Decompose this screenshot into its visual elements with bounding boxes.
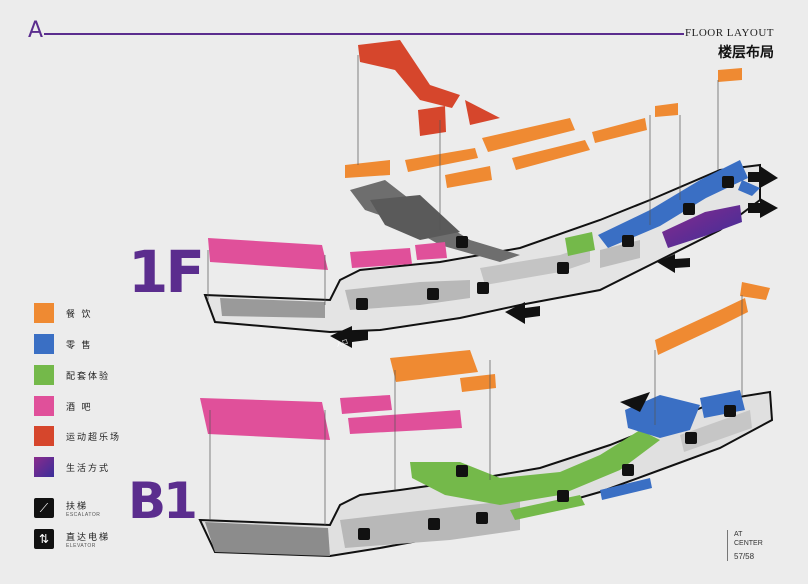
footer-page-info: AT CENTER 57/58 <box>727 530 788 561</box>
1f-lifestyle-block <box>662 205 742 248</box>
legend-label-escalator: 扶梯 <box>66 500 89 511</box>
b1-escalator-icon-2 <box>476 512 488 524</box>
legend-item-dining: 餐 饮 <box>34 302 93 324</box>
1f-entrance-arrow-1 <box>330 326 368 348</box>
legend-item-elevator: ⇅ 直达电梯 ELEVATOR <box>34 528 110 550</box>
b1-bar-block-mid <box>340 395 392 414</box>
legend-sub-escalator: ESCALATOR <box>66 511 101 518</box>
1f-gray-dark-block <box>370 195 460 240</box>
escalator-icon: ⟋ <box>34 498 54 518</box>
b1-bar-block-left <box>200 398 330 440</box>
legend-item-escalator: ⟋ 扶梯 ESCALATOR <box>34 497 100 519</box>
legend-item-sports: 运动超乐场 <box>34 425 121 447</box>
floor-label-b1: B1 <box>128 472 198 530</box>
1f-bar-block-mid2 <box>415 242 447 260</box>
legend-label-sports: 运动超乐场 <box>66 431 122 442</box>
1f-escalator-icon-1 <box>356 298 368 310</box>
1f-entrance-arrow-4 <box>748 166 778 188</box>
floor-label-1f: 1F <box>128 238 205 306</box>
1f-retail-curve <box>598 160 748 248</box>
1f-dining-strip-4 <box>445 166 492 188</box>
1f-escalator-icon-2 <box>477 282 489 294</box>
elevator-icon: ⇅ <box>34 529 54 549</box>
b1-gray-left <box>205 522 330 556</box>
b1-escalator-icon-3 <box>557 490 569 502</box>
legend-swatch-bar <box>34 396 54 416</box>
1f-dining-strip-3 <box>512 140 590 170</box>
b1-elevator-icon-3 <box>724 405 736 417</box>
1f-dining-small <box>655 103 678 117</box>
1f-retail-end <box>738 180 760 196</box>
1f-sports-block-3 <box>418 106 446 136</box>
1f-escalator-icon-3 <box>557 262 569 274</box>
1f-sports-block-2 <box>465 100 500 125</box>
b1-dining-small <box>460 374 496 392</box>
floor-1f-diagram <box>203 40 778 348</box>
1f-amenity-green <box>565 232 595 256</box>
title-chinese: 楼层布局 <box>718 44 774 60</box>
legend-sub-elevator: ELEVATOR <box>66 542 96 549</box>
1f-dining-strip-1 <box>405 148 478 172</box>
b1-bar-block-mid2 <box>348 410 462 434</box>
footer-line-1: AT <box>734 531 743 538</box>
1f-gray-units-mid <box>345 280 470 310</box>
b1-escalator-icon-5 <box>685 432 697 444</box>
1f-escalator-icon-5 <box>683 203 695 215</box>
legend-label-dining: 餐 饮 <box>66 308 93 319</box>
1f-elevator-icon-3 <box>722 176 734 188</box>
floor-b1-diagram <box>198 282 774 558</box>
1f-dining-tower <box>718 68 742 82</box>
b1-dining-block <box>390 350 478 382</box>
1f-entrance-arrow-3 <box>657 254 690 273</box>
legend-swatch-amenity <box>34 365 54 385</box>
legend-swatch-retail <box>34 334 54 354</box>
b1-dining-right-top <box>740 282 770 300</box>
1f-gray-units-mid2 <box>480 245 590 285</box>
legend-label-elevator: 直达电梯 <box>66 531 111 542</box>
1f-escalator-icon-4 <box>622 235 634 247</box>
1f-sports-block-1 <box>358 40 460 108</box>
b1-gray-right <box>680 410 752 452</box>
b1-dining-right <box>655 298 748 355</box>
legend-label-retail: 零 售 <box>66 339 93 350</box>
b1-entrance-arrow <box>620 392 650 412</box>
b1-elevator-icon-1 <box>428 518 440 530</box>
page-number: 57/58 <box>734 552 755 561</box>
title-english: FLOOR LAYOUT <box>684 27 774 39</box>
b1-retail-block <box>625 395 700 438</box>
1f-elevator-icon-2 <box>456 236 468 248</box>
1f-entrance-arrow-5 <box>748 198 778 218</box>
legend-item-lifestyle: 生活方式 <box>34 456 110 478</box>
footer-line-2: CENTER <box>734 540 763 547</box>
1f-gray-units-left <box>220 298 325 318</box>
1f-bar-block-left <box>208 238 328 270</box>
b1-escalator-icon-4 <box>622 464 634 476</box>
1f-dining-units-top <box>345 160 390 178</box>
legend-label-amenity: 配套体验 <box>66 370 111 381</box>
legend-label-lifestyle: 生活方式 <box>66 462 111 473</box>
b1-amenity-main <box>410 430 660 505</box>
legend-swatch-sports <box>34 426 54 446</box>
legend-item-amenity: 配套体验 <box>34 364 110 386</box>
brand-logo-mark: A <box>28 18 44 43</box>
b1-escalator-icon-1 <box>358 528 370 540</box>
b1-retail-lower <box>600 478 652 500</box>
legend-item-bar: 酒 吧 <box>34 395 93 417</box>
legend-swatch-dining <box>34 303 54 323</box>
1f-bar-block-mid <box>350 248 412 268</box>
1f-dining-strip-2 <box>482 118 575 152</box>
1f-dining-strip-5 <box>592 118 647 143</box>
1f-elevator-icon-1 <box>427 288 439 300</box>
header-rule <box>44 33 684 35</box>
legend-label-bar: 酒 吧 <box>66 401 93 412</box>
legend-swatch-lifestyle <box>34 457 54 477</box>
b1-base-outline <box>198 390 774 558</box>
legend-item-retail: 零 售 <box>34 333 93 355</box>
1f-entrance-arrow-2 <box>505 302 540 324</box>
b1-elevator-icon-2 <box>456 465 468 477</box>
